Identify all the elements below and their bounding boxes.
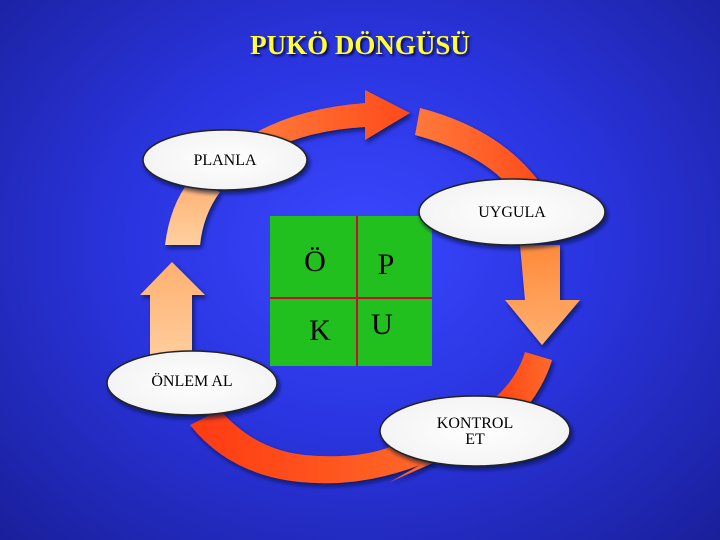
arrow-top <box>255 90 410 150</box>
node-planla <box>142 129 308 191</box>
arrow-bottom <box>190 410 435 484</box>
matrix-letter-k: K <box>309 314 331 347</box>
arrow-right <box>505 245 580 345</box>
matrix-letter-u: U <box>371 308 393 341</box>
pdca-matrix <box>270 216 432 366</box>
arrow-left <box>140 262 205 365</box>
matrix-letter-o: Ö <box>304 245 326 278</box>
arrow-upper-left <box>165 180 220 245</box>
arrow-upper-right <box>415 108 545 200</box>
node-onlem-al <box>106 350 278 416</box>
diagram-title: PUKÖ DÖNGÜSÜ <box>250 30 470 60</box>
node-kontrol-et <box>379 395 571 467</box>
node-uygula <box>418 178 606 246</box>
matrix-letter-p: P <box>377 248 395 281</box>
